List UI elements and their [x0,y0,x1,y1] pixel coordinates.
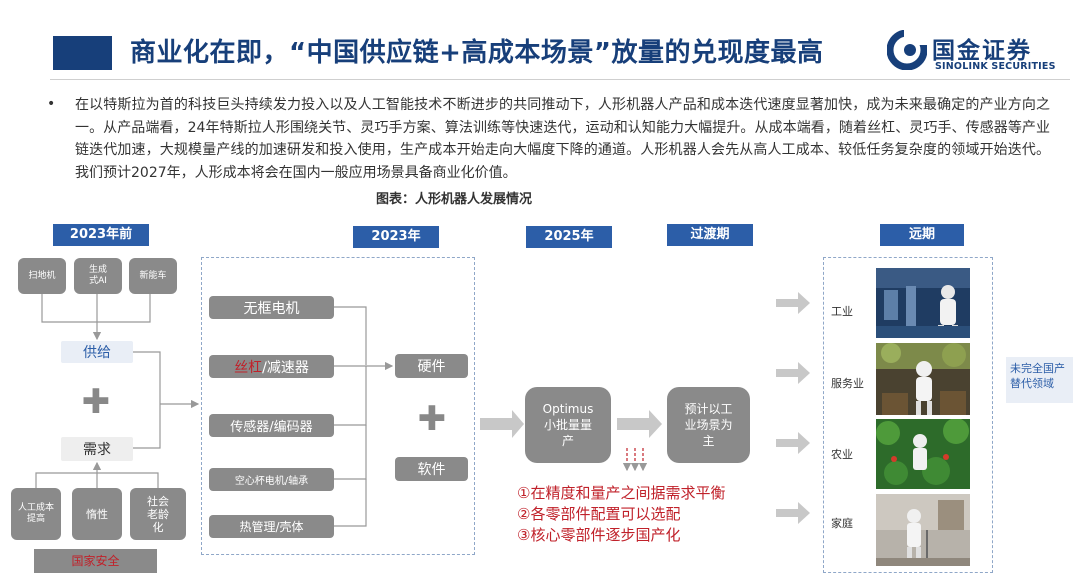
plus-icon: ✚ [417,399,447,439]
stage-chip-2025: 2025年 [526,226,612,248]
stage-chip-long-term: 远期 [880,224,964,246]
figure-caption: 图表：人形机器人发展情况 [376,192,533,207]
header-divider [50,79,1070,80]
demand-item-labor-cost: 人工成本提高 [11,488,61,540]
scene-label-home: 家庭 [831,517,853,530]
industrial-scene-box: 预计以工业场景为主 [667,387,750,463]
note-line-2: ②各零部件配置可以选配 [517,505,681,523]
scene-image-service [876,343,970,415]
page-title: 商业化在即，“中国供应链+高成本场景”放量的兑现度最高 [130,38,824,68]
bullet-dot: • [47,96,56,112]
software-box: 软件 [395,457,468,481]
logo-text-en: SINOLINK SECURITIES [935,61,1056,72]
scene-label-service: 服务业 [831,377,864,390]
scene-image-agriculture [876,419,970,489]
supply-item-sweeper: 扫地机 [18,258,66,294]
logo-mark-icon [886,29,928,71]
long-term-frame [823,257,993,573]
demand-box: 需求 [61,437,133,461]
component-coreless-motor-bearing: 空心杯电机/轴承 [209,468,334,491]
component-screw-reducer: 丝杠/减速器 [209,355,334,378]
scene-image-industry [876,268,970,338]
component-sensor-encoder: 传感器/编码器 [209,414,334,437]
supply-item-nev: 新能车 [129,258,177,294]
note-line-3: ③核心零部件逐步国产化 [517,526,681,544]
supply-item-gen-ai: 生成式AI [74,258,122,294]
component-frameless-motor: 无框电机 [209,296,334,319]
supply-box: 供给 [61,341,133,363]
stage-chip-2023: 2023年 [353,226,439,248]
demand-item-inertia: 惰性 [72,488,122,540]
logo-text-cn: 国金证券 [932,38,1032,64]
components-2023-frame [201,257,475,555]
scene-image-home [876,494,970,566]
note-line-1: ①在精度和量产之间据需求平衡 [517,484,726,502]
summary-paragraph: 在以特斯拉为首的科技巨头持续发力投入以及人工智能技术不断进步的共同推动下，人形机… [75,97,1050,181]
stage-chip-transition: 过渡期 [667,224,753,246]
component-thermal-housing: 热管理/壳体 [209,515,334,538]
hardware-box: 硬件 [395,354,468,378]
optimus-batch-box: Optimus小批量量产 [525,387,611,463]
side-note-box: 未完全国产替代领域 [1006,357,1073,403]
scene-label-agriculture: 农业 [831,448,853,461]
demand-item-aging: 社会老龄化 [130,488,186,540]
title-accent-bar [53,36,112,70]
national-security-box: 国家安全 [34,549,157,573]
stage-chip-pre2023: 2023年前 [53,224,149,246]
scene-label-industry: 工业 [831,305,853,318]
plus-icon: ✚ [81,382,111,422]
